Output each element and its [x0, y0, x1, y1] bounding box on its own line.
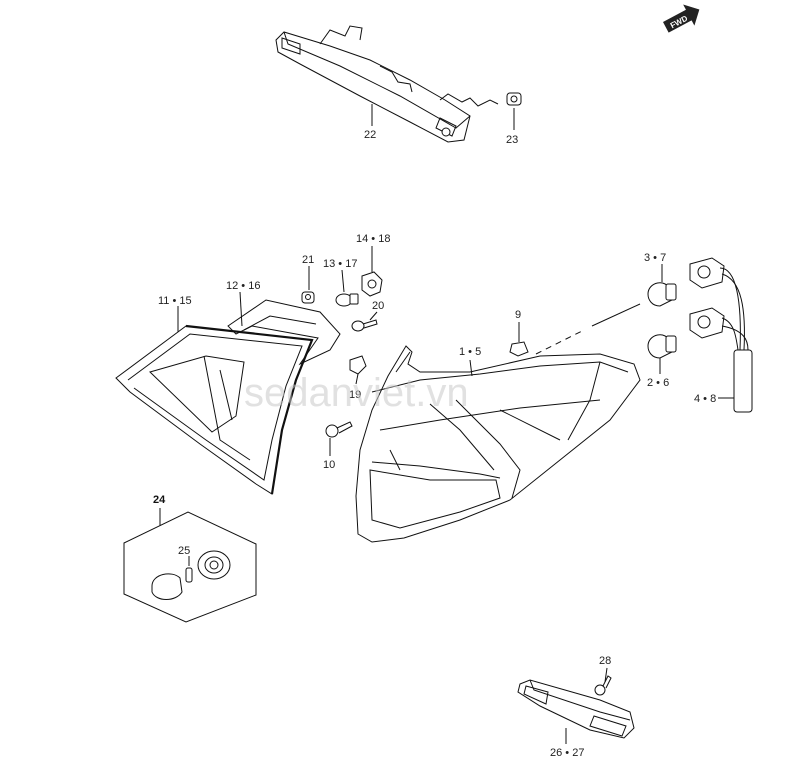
- label-20: 20: [372, 300, 384, 312]
- part-19-clip: [349, 355, 367, 375]
- label-21: 21: [302, 254, 314, 266]
- watermark-text: sedanviet.vn: [244, 371, 469, 415]
- part-12-16-gasket: [227, 299, 341, 366]
- part-2-6-bulb: [647, 334, 677, 359]
- part-24-license-lamp-group: [123, 511, 257, 623]
- label-19: 19: [349, 389, 361, 401]
- part-23-grommet: [506, 92, 522, 106]
- label-28: 28: [599, 655, 611, 667]
- part-3-7-bulb: [647, 282, 677, 307]
- part-26-27-reflector: [517, 679, 635, 739]
- label-12-16: 12 • 16: [226, 280, 260, 292]
- part-21-grommet: [301, 291, 315, 304]
- label-23: 23: [506, 134, 518, 146]
- label-13-17: 13 • 17: [323, 258, 357, 270]
- label-11-15: 11 • 15: [158, 295, 192, 307]
- part-1-5-rear-combination-lamp: [355, 345, 641, 543]
- label-14-18: 14 • 18: [356, 233, 390, 245]
- part-4-8-socket-harness: [689, 257, 753, 413]
- part-20-screw: [351, 319, 378, 332]
- part-25-wedge-bulb: [185, 567, 193, 583]
- label-26-27: 26 • 27: [550, 747, 584, 759]
- part-24-lamp-housing: [197, 550, 231, 580]
- fwd-arrow-icon: FWD: [663, 4, 700, 33]
- part-14-18-socket: [361, 271, 383, 297]
- label-10: 10: [323, 459, 335, 471]
- label-22: 22: [364, 129, 376, 141]
- part-10-screw: [325, 421, 353, 438]
- part-9-clip: [509, 341, 529, 357]
- part-11-15-inner-lamp: [115, 324, 314, 495]
- label-4-8: 4 • 8: [694, 393, 716, 405]
- part-13-17-bulb: [335, 293, 359, 307]
- label-9: 9: [515, 309, 521, 321]
- label-25: 25: [178, 545, 190, 557]
- part-28-screw: [594, 675, 612, 696]
- label-3-7: 3 • 7: [644, 252, 666, 264]
- label-2-6: 2 • 6: [647, 377, 669, 389]
- part-24-lens: [151, 573, 183, 600]
- label-1-5: 1 • 5: [459, 346, 481, 358]
- label-24: 24: [153, 494, 166, 506]
- part-22-high-mount-stop-lamp: [275, 25, 499, 143]
